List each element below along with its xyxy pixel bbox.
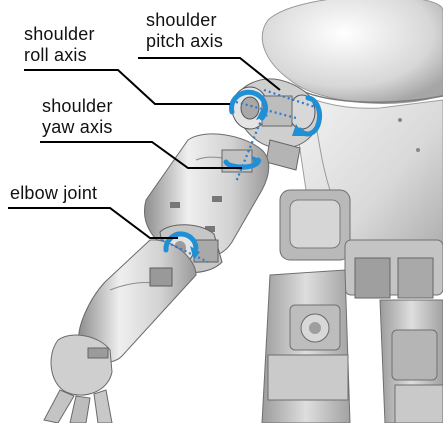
shoulder-pitch-axis-label: shoulder pitch axis: [146, 10, 223, 52]
shoulder-roll-axis-label: shoulder roll axis: [24, 24, 95, 66]
elbow-joint-label: elbow joint: [10, 183, 97, 204]
hand: [44, 335, 112, 423]
shoulder-yaw-axis-label: shoulder yaw axis: [42, 96, 113, 138]
